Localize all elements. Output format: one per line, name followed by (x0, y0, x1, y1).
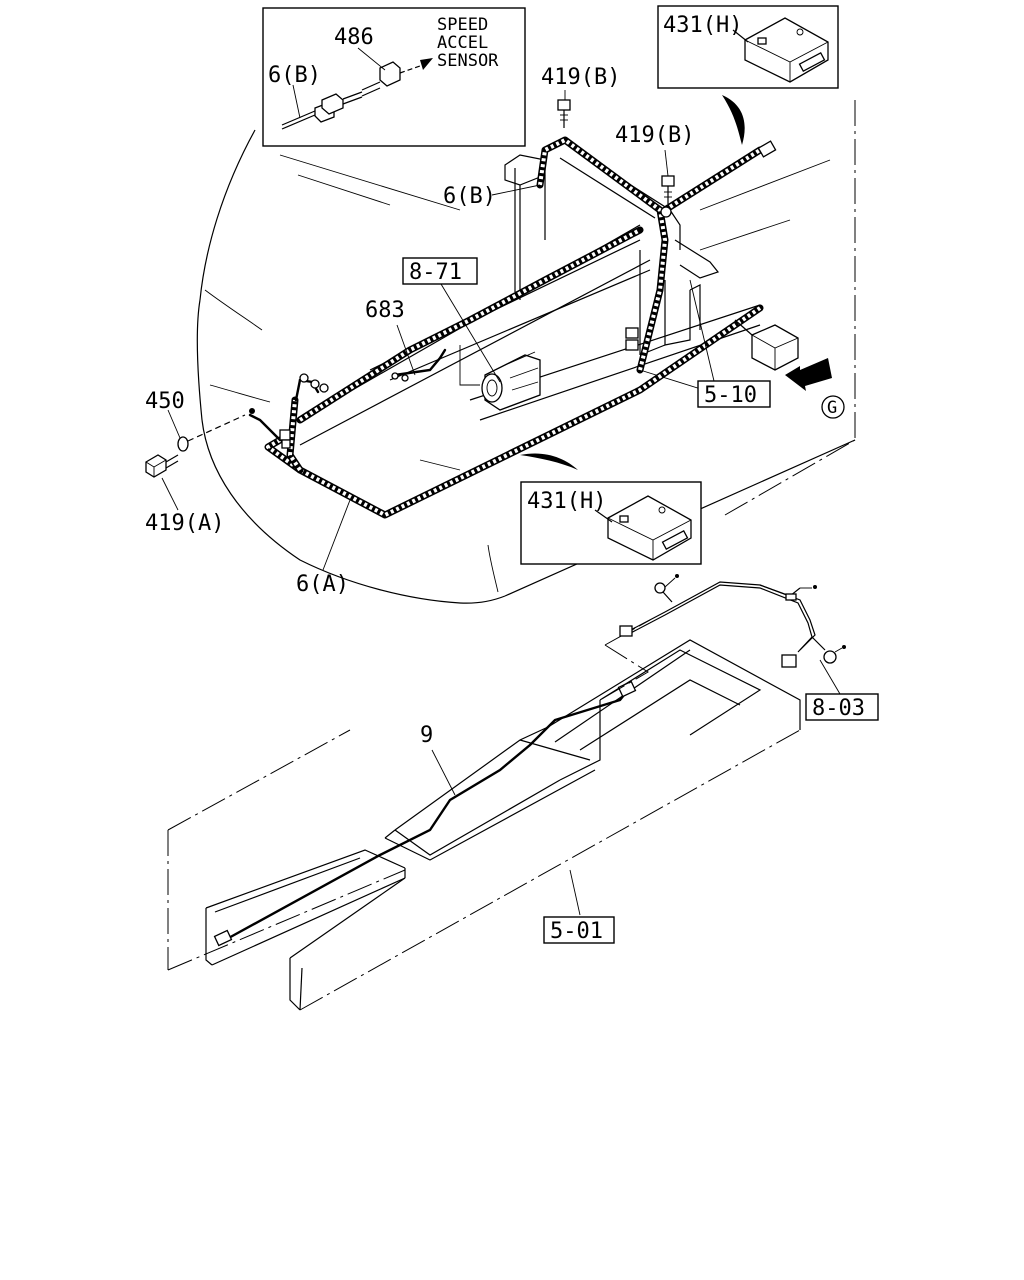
label-box-8-03 (805, 693, 879, 721)
harness-8-03 (599, 574, 846, 701)
label-box-5-01 (543, 916, 615, 944)
connector-431h-top (757, 140, 777, 158)
label-431h-top: 431(H) (663, 13, 742, 38)
label-6b: 6(B) (443, 184, 496, 209)
label-6b-inset: 6(B) (268, 63, 321, 88)
harness-6b (536, 136, 764, 374)
harness-6a (264, 226, 764, 519)
label-box-5-10 (697, 380, 771, 408)
bolt-419a (145, 454, 179, 478)
label-419b-top: 419(B) (541, 65, 620, 90)
connector-431h-bottom-detail (594, 495, 692, 561)
relay-box (734, 319, 799, 371)
label-683: 683 (365, 298, 405, 323)
dash-450-to-harness (187, 414, 246, 442)
motor-8-71 (481, 351, 541, 411)
view-g-circle (821, 395, 845, 419)
arrow-to-431h-top (722, 95, 745, 145)
floor-console (167, 639, 801, 1011)
label-g: G (827, 398, 837, 418)
left-wire-bundle (248, 373, 329, 449)
label-5-01: 5-01 (550, 919, 603, 944)
label-box-8-71 (402, 257, 478, 285)
label-5-10: 5-10 (704, 383, 757, 408)
frame-rails (299, 224, 761, 446)
label-486: 486 (334, 25, 374, 50)
label-sensor-line2: ACCEL (437, 33, 488, 53)
label-9: 9 (420, 723, 433, 748)
label-431h-bottom: 431(H) (527, 489, 606, 514)
label-sensor-line1: SPEED (437, 15, 488, 35)
label-419a: 419(A) (145, 511, 224, 536)
view-arrow-g (785, 358, 832, 391)
harness-9 (213, 680, 637, 947)
leader-lines (161, 47, 841, 916)
connector-431h-top-detail (732, 17, 829, 83)
boundary-line-lower (724, 439, 856, 516)
clamp-right (625, 327, 639, 351)
label-sensor-line3: SENSOR (437, 51, 499, 71)
label-419b-mid: 419(B) (615, 123, 694, 148)
label-8-03: 8-03 (812, 696, 865, 721)
label-8-71: 8-71 (409, 260, 462, 285)
wire-683 (391, 348, 447, 382)
arrow-to-431h-bottom (520, 453, 578, 470)
label-450: 450 (145, 389, 185, 414)
washer-450 (177, 436, 189, 452)
bolt-419b-mid (660, 175, 675, 218)
bolt-419b-top (557, 99, 571, 128)
label-6a: 6(A) (296, 572, 349, 597)
speed-sensor-cable (281, 58, 433, 130)
